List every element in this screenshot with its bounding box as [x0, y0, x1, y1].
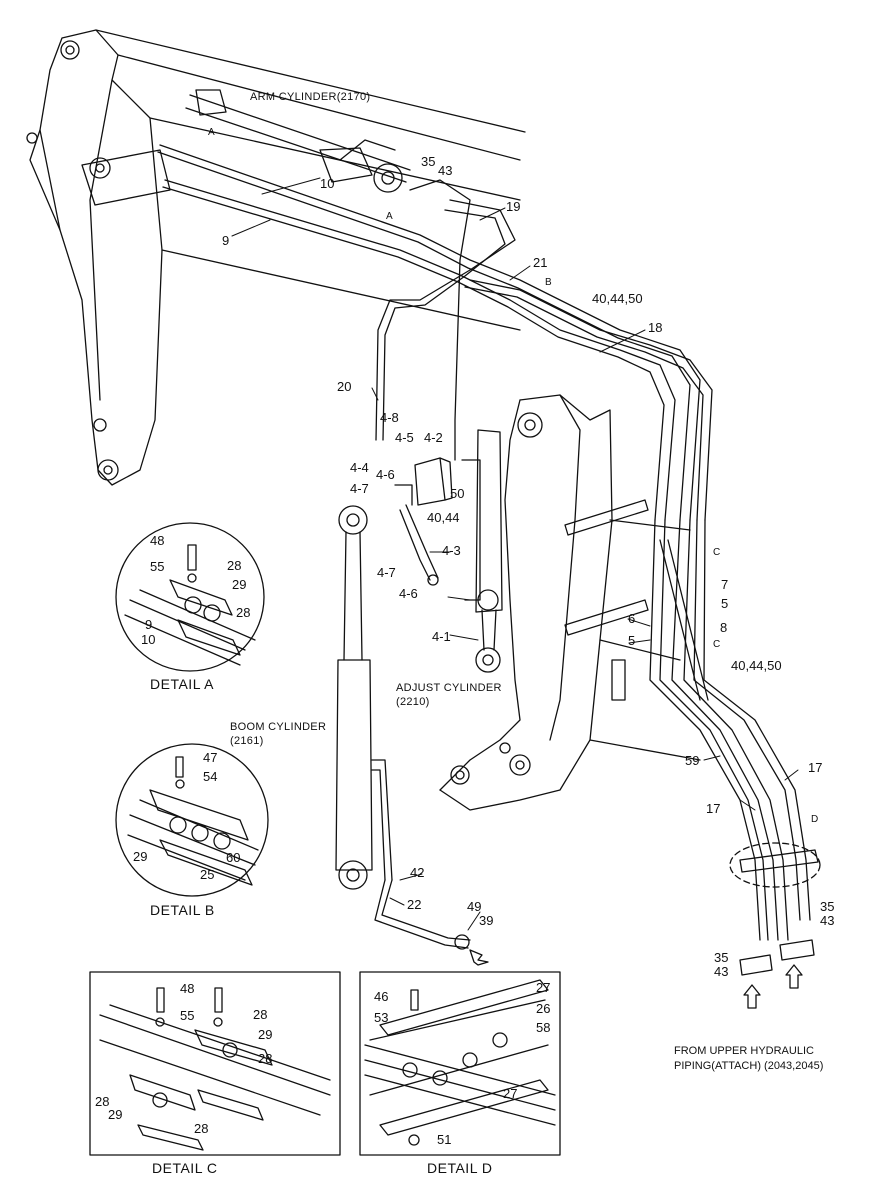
part-35-right: 35 [820, 899, 835, 914]
part-49: 49 [467, 899, 482, 914]
detail-a-part-10: 10 [141, 632, 156, 647]
part-4-7-upper: 4-7 [350, 481, 369, 496]
part-5-left: 5 [628, 633, 636, 648]
boom-cylinder [335, 505, 471, 950]
arm-cylinder-label: ARM CYLINDER(2170) [250, 91, 371, 103]
part-35-left: 35 [714, 950, 729, 965]
detail-c-part-28-b: 28 [258, 1051, 273, 1066]
part-40-44-50-lower: 40,44,50 [731, 658, 782, 673]
detail-c-drawing [89, 971, 341, 1156]
part-4-7-lower: 4-7 [377, 565, 396, 580]
arm-cylinder [185, 89, 411, 193]
detail-c-part-28-d: 28 [194, 1121, 209, 1136]
detail-c-part-28-a: 28 [253, 1007, 268, 1022]
part-17-left: 17 [706, 801, 721, 816]
part-43-left: 43 [714, 964, 729, 979]
detail-c-part-48: 48 [180, 981, 195, 996]
part-19: 19 [506, 199, 521, 214]
part-40-44: 40,44 [427, 510, 460, 525]
part-42: 42 [410, 865, 425, 880]
detail-c-part-29-a: 29 [258, 1027, 273, 1042]
hydraulic-lines-lower [649, 519, 811, 941]
detail-a-part-29: 29 [232, 577, 247, 592]
section-mark-b: B [545, 277, 552, 288]
part-59: 59 [685, 753, 700, 768]
adjust-cylinder-label: ADJUST CYLINDER [396, 682, 502, 694]
part-20: 20 [337, 379, 352, 394]
part-4-6-upper: 4-6 [376, 467, 395, 482]
part-4-1: 4-1 [432, 629, 451, 644]
detail-b-caption: DETAIL B [150, 902, 215, 918]
detail-a-caption: DETAIL A [150, 676, 214, 692]
detail-d-drawing [359, 971, 561, 1156]
boom-cylinder-label: BOOM CYLINDER [230, 721, 327, 733]
part-4-5: 4-5 [395, 430, 414, 445]
detail-b-drawing [115, 743, 269, 897]
detail-c-part-28-c: 28 [95, 1094, 110, 1109]
part-21: 21 [533, 255, 548, 270]
part-9: 9 [222, 233, 230, 248]
part-39: 39 [479, 913, 494, 928]
source-note-line2: PIPING(ATTACH) (2043,2045) [674, 1060, 824, 1072]
part-40-44-50-top: 40,44,50 [592, 291, 643, 306]
detail-b-part-47: 47 [203, 750, 218, 765]
boom-structure [439, 394, 701, 811]
detail-d-part-51: 51 [437, 1132, 452, 1147]
leader-lines [231, 177, 799, 931]
adjust-valve-block [394, 457, 453, 586]
part-4-4: 4-4 [350, 460, 369, 475]
section-mark-a-top: A [208, 127, 215, 138]
detail-a-drawing [115, 522, 265, 672]
detail-a-part-28-bottom: 28 [236, 605, 251, 620]
section-mark-d: D [811, 814, 819, 825]
part-50: 50 [450, 486, 465, 501]
end-fittings [469, 939, 815, 1009]
part-43-top: 43 [438, 163, 453, 178]
detail-a-part-9: 9 [145, 617, 153, 632]
part-18: 18 [648, 320, 663, 335]
boom-cylinder-number: (2161) [230, 735, 264, 747]
part-43-right: 43 [820, 913, 835, 928]
source-note-line1: FROM UPPER HYDRAULIC [674, 1045, 814, 1057]
part-4-8: 4-8 [380, 410, 399, 425]
adjust-cylinder-number: (2210) [396, 696, 430, 708]
section-mark-c-upper: C [713, 547, 721, 558]
detail-b-part-29: 29 [133, 849, 148, 864]
arm-structure [26, 29, 526, 486]
section-mark-a-lower: A [386, 211, 393, 222]
detail-a-part-48: 48 [150, 533, 165, 548]
section-mark-c-lower: C [713, 639, 721, 650]
part-7: 7 [721, 577, 729, 592]
part-4-2: 4-2 [424, 430, 443, 445]
detail-d-part-53: 53 [374, 1010, 389, 1025]
detail-d-part-46: 46 [374, 989, 389, 1004]
clamp-d [729, 842, 821, 888]
detail-d-part-27-top: 27 [536, 980, 551, 995]
detail-b-part-54: 54 [203, 769, 218, 784]
part-22: 22 [407, 897, 422, 912]
detail-d-part-58: 58 [536, 1020, 551, 1035]
part-17-right: 17 [808, 760, 823, 775]
part-5-right: 5 [721, 596, 729, 611]
part-4-6-lower: 4-6 [399, 586, 418, 601]
part-8: 8 [720, 620, 728, 635]
detail-d-part-27-bottom: 27 [503, 1086, 518, 1101]
detail-c-part-29-b: 29 [108, 1107, 123, 1122]
part-4-3: 4-3 [442, 543, 461, 558]
detail-d-part-26: 26 [536, 1001, 551, 1016]
part-6: 6 [628, 611, 636, 626]
detail-b-part-60: 60 [226, 850, 241, 865]
part-35-top: 35 [421, 154, 436, 169]
part-10: 10 [320, 176, 335, 191]
detail-a-part-55: 55 [150, 559, 165, 574]
detail-c-caption: DETAIL C [152, 1160, 218, 1176]
detail-d-caption: DETAIL D [427, 1160, 493, 1176]
detail-a-part-28-top: 28 [227, 558, 242, 573]
detail-b-part-25: 25 [200, 867, 215, 882]
detail-c-part-55: 55 [180, 1008, 195, 1023]
hydraulic-lines-upper [157, 144, 713, 521]
adjust-cylinder [461, 429, 503, 673]
